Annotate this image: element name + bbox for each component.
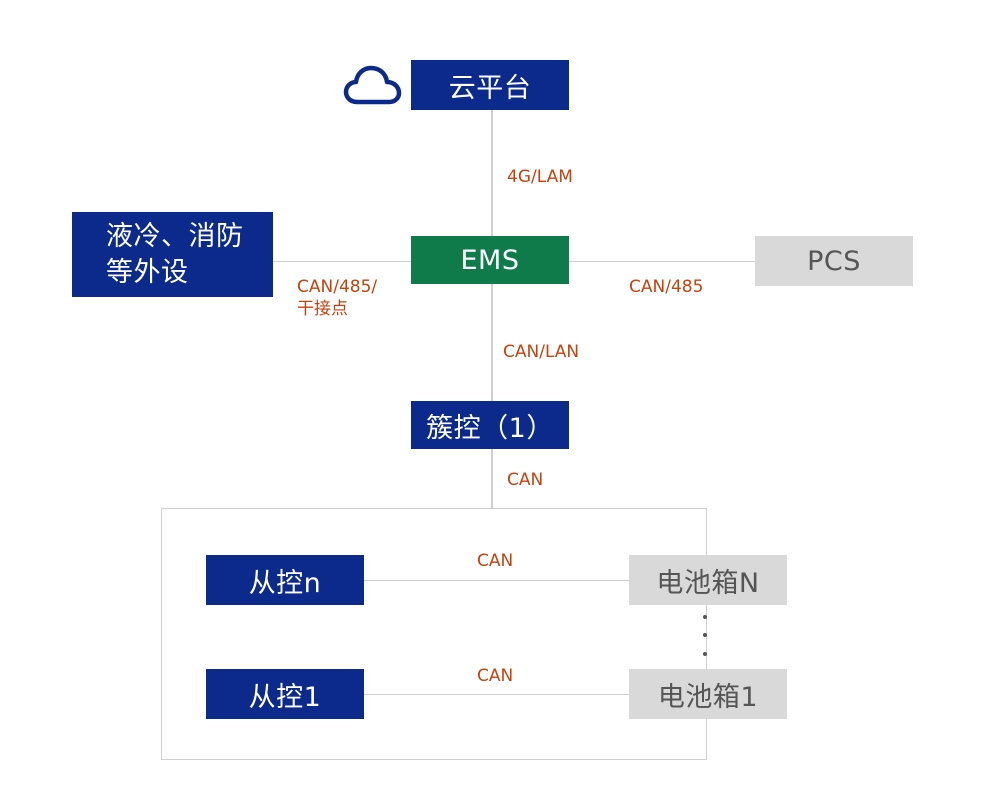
link-label-ems-cluster: CAN/LAN bbox=[503, 342, 580, 362]
ellipsis-dot bbox=[703, 633, 707, 637]
line-slave-n-battery-n bbox=[363, 580, 629, 581]
cluster-control-node: 簇控（1） bbox=[411, 401, 569, 449]
ems-node: EMS bbox=[411, 236, 569, 284]
link-label-slave-1-battery-1: CAN bbox=[477, 666, 514, 686]
pcs-node: PCS bbox=[755, 236, 913, 286]
link-label-cloud-ems: 4G/LAM bbox=[507, 167, 573, 187]
battery-box-n-node: 电池箱N bbox=[629, 555, 787, 605]
ellipsis-dot bbox=[703, 615, 707, 619]
link-label-cluster-group: CAN bbox=[507, 470, 544, 490]
ellipsis-dot bbox=[703, 652, 707, 656]
cooling-fire-peripheral-node: 液冷、消防 等外设 bbox=[72, 212, 273, 297]
battery-group-frame bbox=[161, 508, 707, 760]
slave-control-1-node: 从控1 bbox=[206, 669, 364, 719]
link-label-peripheral-ems: CAN/485/ 干接点 bbox=[297, 277, 378, 319]
line-cluster-group bbox=[491, 449, 493, 509]
link-label-slave-n-battery-n: CAN bbox=[477, 551, 514, 571]
link-label-ems-pcs: CAN/485 bbox=[629, 277, 704, 297]
line-ems-cluster bbox=[491, 284, 493, 401]
battery-box-1-node: 电池箱1 bbox=[629, 669, 787, 719]
cloud-platform-node: 云平台 bbox=[411, 60, 569, 110]
line-ems-pcs bbox=[568, 261, 756, 262]
line-slave-1-battery-1 bbox=[363, 694, 629, 695]
line-peripheral-ems bbox=[273, 261, 412, 262]
line-cloud-ems bbox=[491, 110, 493, 236]
cloud-icon bbox=[343, 65, 402, 105]
slave-control-n-node: 从控n bbox=[206, 555, 364, 605]
